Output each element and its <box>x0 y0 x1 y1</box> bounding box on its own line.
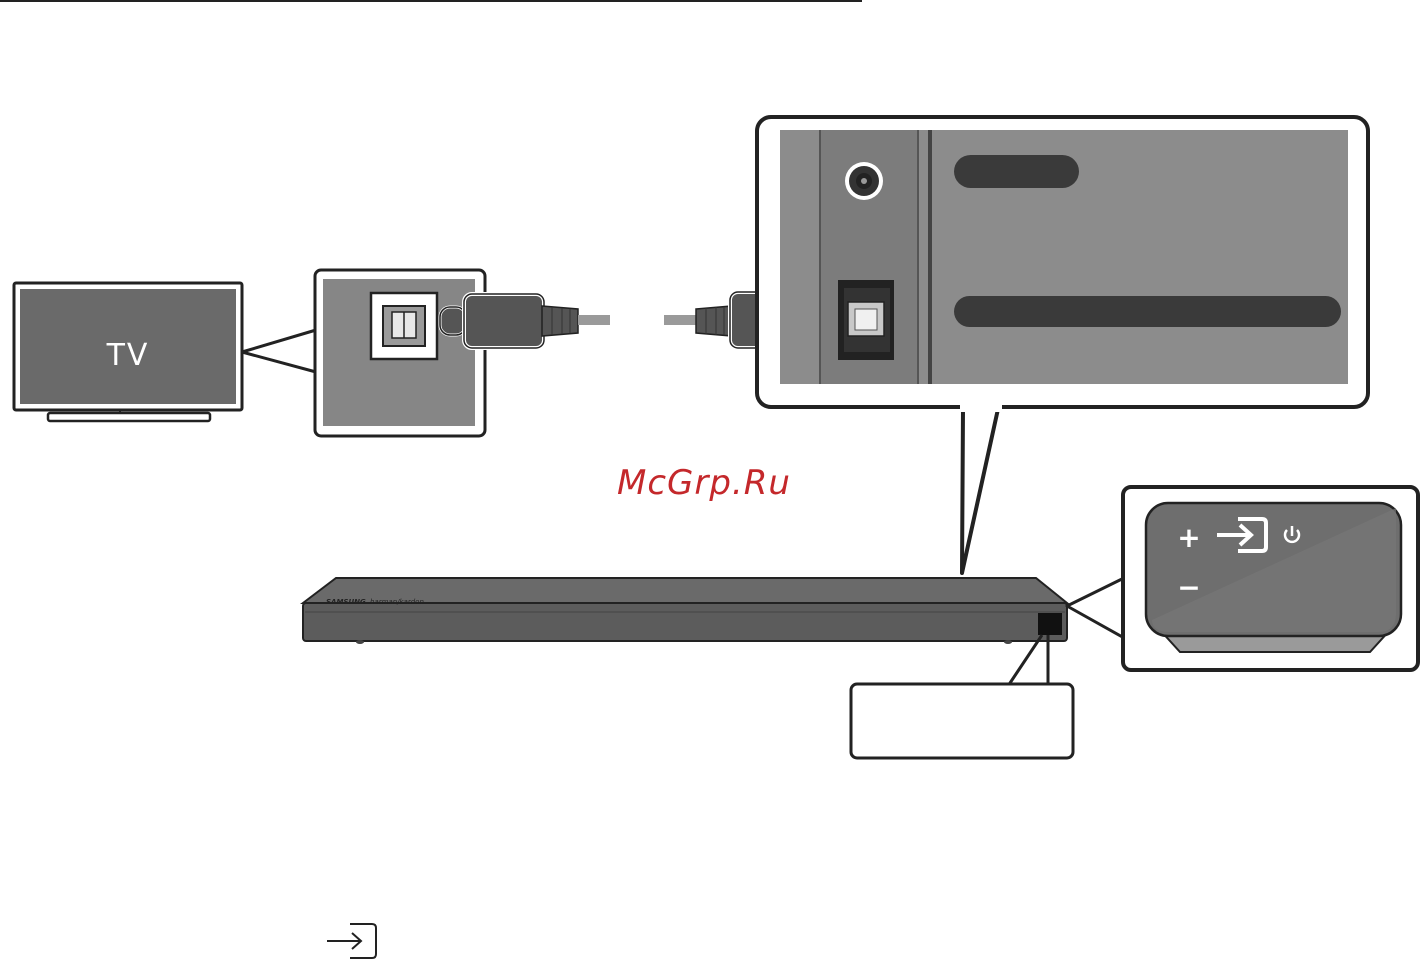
tv-icon: TV <box>12 281 244 423</box>
volume-down-symbol: − <box>1177 571 1200 604</box>
control-panel-callout: + − <box>1121 485 1420 672</box>
power-icon <box>1283 526 1301 544</box>
label-bar-long <box>954 296 1341 327</box>
tv-callout-pointer <box>240 328 318 374</box>
optical-cable-icon <box>438 292 610 350</box>
source-icon <box>1217 517 1268 553</box>
soundbar-control-area <box>1038 613 1062 635</box>
source-icon-small <box>327 923 377 959</box>
brand-samsung: SAMSUNG <box>326 598 366 606</box>
brand-harman: harman/kardon <box>370 598 424 606</box>
rear-callout-pointer <box>960 407 1000 575</box>
soundbar: SAMSUNG harman/kardon <box>300 577 1070 644</box>
panel-callout-pointer <box>1065 575 1128 641</box>
soundbar-rear-callout <box>755 115 1370 409</box>
tv-label: TV <box>106 338 150 373</box>
label-bar-short <box>954 155 1079 188</box>
tv-port-callout <box>313 268 487 438</box>
optical-port-icon <box>838 280 894 360</box>
display-callout-box <box>849 682 1075 760</box>
power-jack-icon <box>845 162 883 200</box>
watermark-text: McGrp.Ru <box>617 463 791 503</box>
display-pointer-line <box>1006 634 1044 687</box>
optical-port-icon <box>369 291 439 361</box>
volume-up-symbol: + <box>1177 521 1200 554</box>
